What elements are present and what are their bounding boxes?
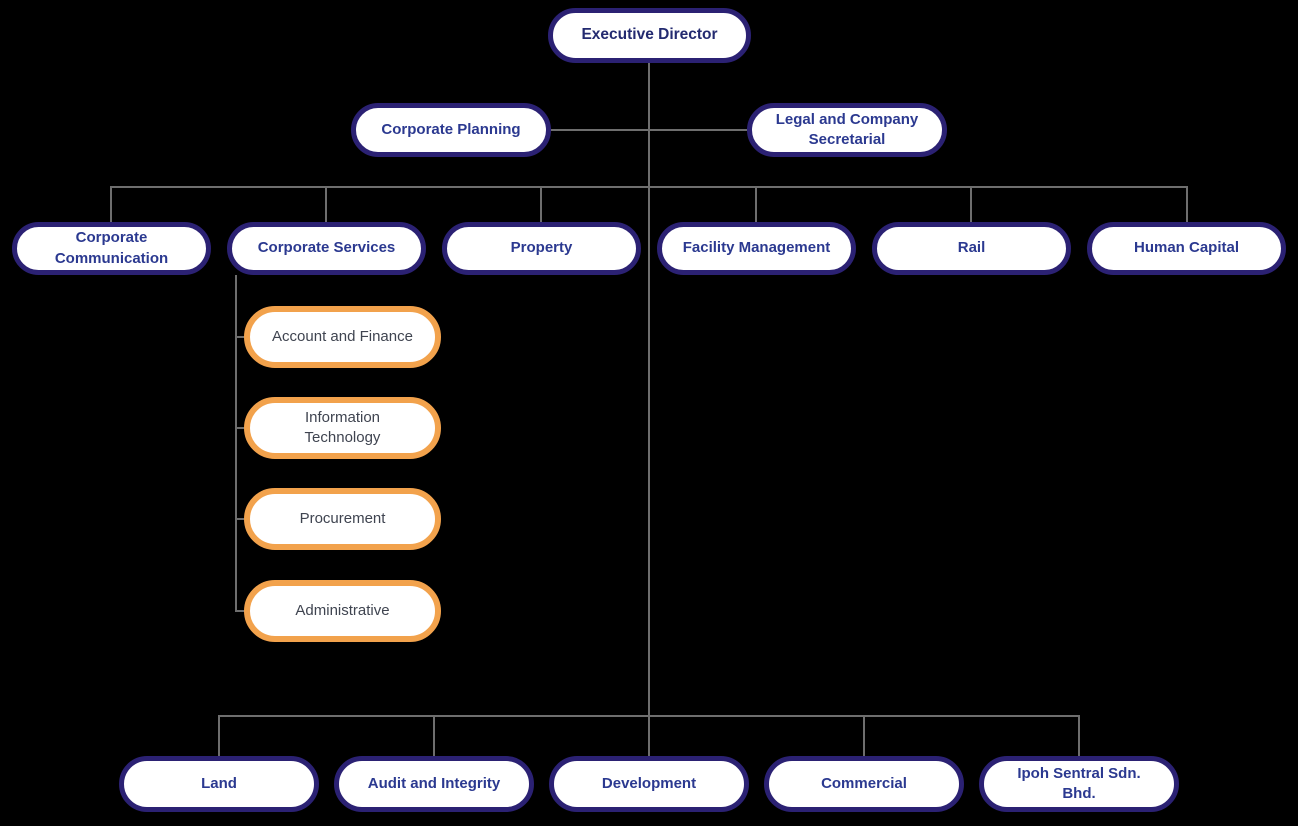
connector-stub-procurement <box>235 518 245 520</box>
node-legal-and-company-secretarial: Legal and Company Secretarial <box>747 103 947 157</box>
node-audit-and-integrity: Audit and Integrity <box>334 756 534 812</box>
node-procurement: Procurement <box>244 488 441 550</box>
connector-lower-horizontal <box>218 715 1080 717</box>
connector-staff-horizontal <box>551 129 747 131</box>
node-corporate-planning: Corporate Planning <box>351 103 551 157</box>
node-corporate-communication: Corporate Communication <box>12 222 211 275</box>
node-facility-management: Facility Management <box>657 222 856 275</box>
connector-center-vertical <box>648 63 650 756</box>
connector-drop-audit-and-integrity <box>433 715 435 756</box>
node-property: Property <box>442 222 641 275</box>
connector-drop-corporate-services <box>325 186 327 222</box>
node-rail: Rail <box>872 222 1071 275</box>
node-executive-director: Executive Director <box>548 8 751 63</box>
connector-stub-information-technology <box>235 427 245 429</box>
connector-stub-account-and-finance <box>235 336 245 338</box>
node-corporate-services: Corporate Services <box>227 222 426 275</box>
connector-drop-corporate-communication <box>110 186 112 222</box>
connector-drop-human-capital <box>1186 186 1188 222</box>
connector-corporate-services-vertical <box>235 275 237 612</box>
connector-drop-commercial <box>863 715 865 756</box>
connector-drop-facility-management <box>755 186 757 222</box>
node-human-capital: Human Capital <box>1087 222 1286 275</box>
node-information-technology: Information Technology <box>244 397 441 459</box>
connector-drop-property <box>540 186 542 222</box>
node-account-and-finance: Account and Finance <box>244 306 441 368</box>
connector-divisions-horizontal <box>110 186 1188 188</box>
connector-drop-land <box>218 715 220 756</box>
connector-drop-ipoh-sentral <box>1078 715 1080 756</box>
node-land: Land <box>119 756 319 812</box>
connector-stub-administrative <box>235 610 245 612</box>
node-development: Development <box>549 756 749 812</box>
node-ipoh-sentral-sdn-bhd: Ipoh Sentral Sdn. Bhd. <box>979 756 1179 812</box>
node-administrative: Administrative <box>244 580 441 642</box>
node-commercial: Commercial <box>764 756 964 812</box>
connector-drop-rail <box>970 186 972 222</box>
